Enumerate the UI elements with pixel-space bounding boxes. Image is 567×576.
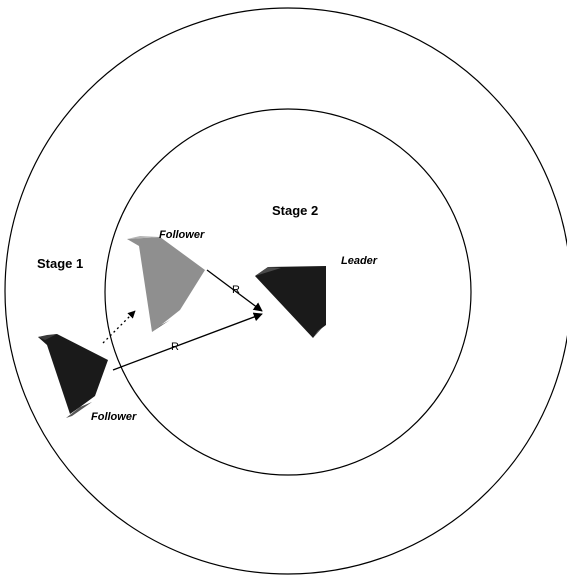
stage-1-label: Stage 1 <box>37 256 83 271</box>
follower-outer-label: Follower <box>91 411 137 423</box>
distance-label-inner: R <box>232 284 240 296</box>
stage-2-label: Stage 2 <box>272 203 318 218</box>
follower-inner-aircraft-body <box>127 237 205 332</box>
leader-aircraft-body <box>255 266 326 338</box>
follower-inner-aircraft-icon <box>127 236 205 332</box>
leader-aircraft-icon <box>255 266 326 338</box>
follower-outer-aircraft-body <box>38 334 108 414</box>
follower-inner-label: Follower <box>159 229 205 241</box>
distance-label-outer: R <box>171 341 179 353</box>
outer-follower-to-leader-arrow <box>113 314 262 370</box>
leader-label: Leader <box>341 255 378 267</box>
follower-outer-aircraft-icon <box>38 334 108 418</box>
